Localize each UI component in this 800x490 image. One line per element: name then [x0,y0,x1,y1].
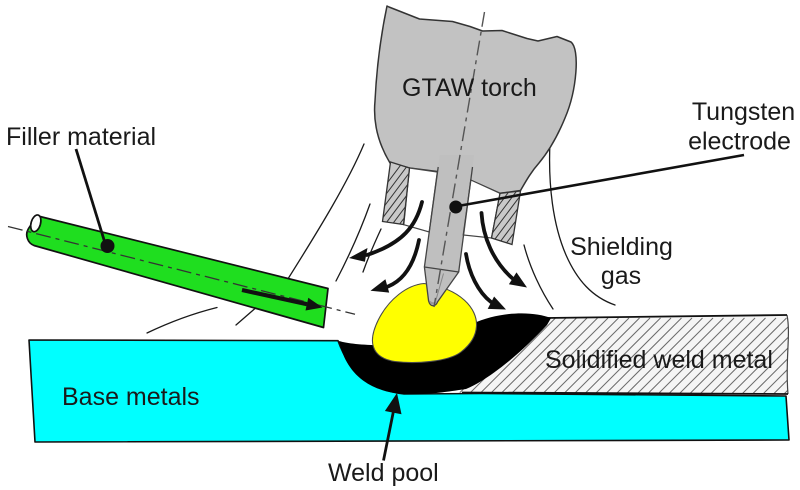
svg-text:Filler material: Filler material [6,123,156,151]
svg-text:Solidified weld metal: Solidified weld metal [545,346,773,374]
svg-text:Weld pool: Weld pool [328,459,439,487]
svg-text:Shielding: Shielding [570,233,673,261]
svg-text:Tungsten: Tungsten [692,98,795,126]
svg-text:gas: gas [601,262,641,290]
svg-text:electrode: electrode [688,128,791,156]
svg-text:GTAW torch: GTAW torch [402,74,537,102]
svg-text:Base metals: Base metals [62,383,200,411]
